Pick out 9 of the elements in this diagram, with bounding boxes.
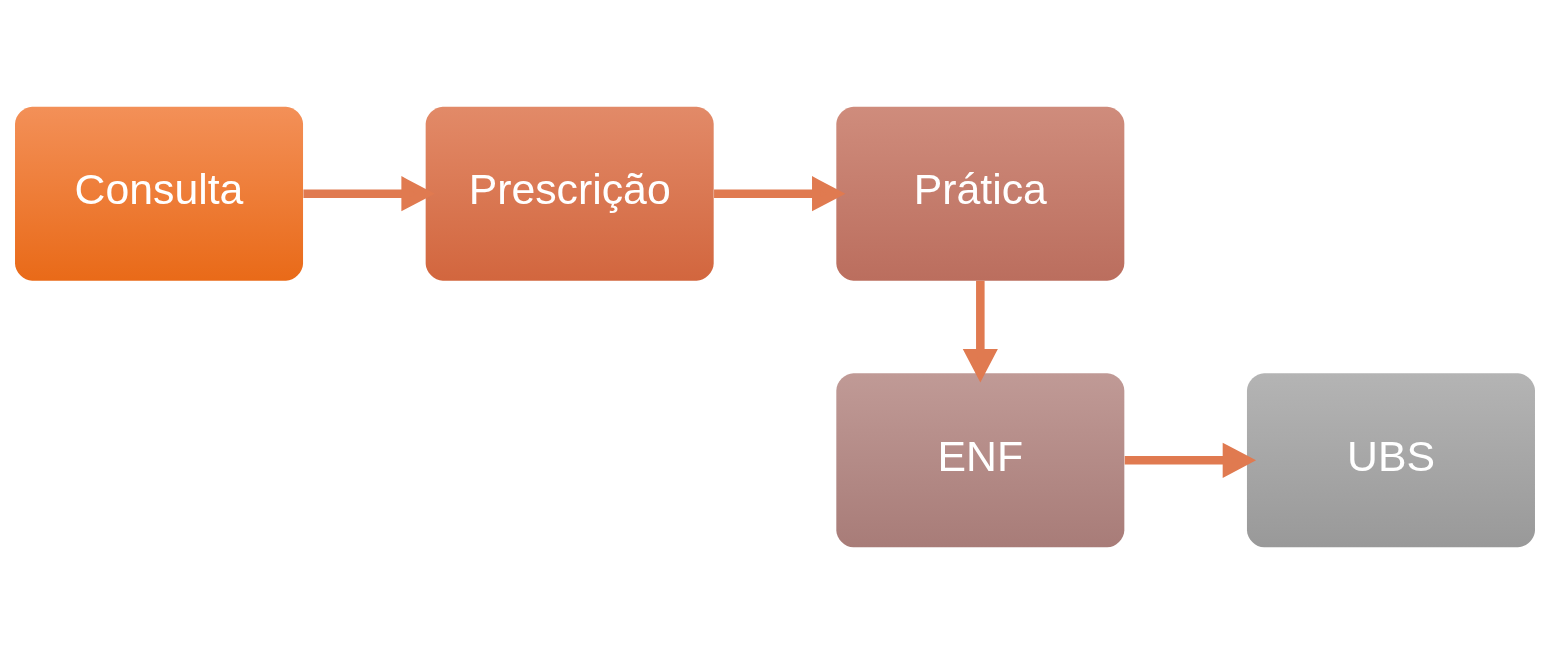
arrow xyxy=(1124,442,1257,478)
arrow xyxy=(962,280,998,383)
node-box: UBS xyxy=(1246,373,1535,548)
arrow xyxy=(303,176,435,212)
node-box: Consulta xyxy=(15,106,304,281)
arrow xyxy=(714,176,846,212)
node-box: ENF xyxy=(836,373,1125,548)
node-box: Prescrição xyxy=(425,106,714,281)
node-box: Prática xyxy=(836,106,1125,281)
